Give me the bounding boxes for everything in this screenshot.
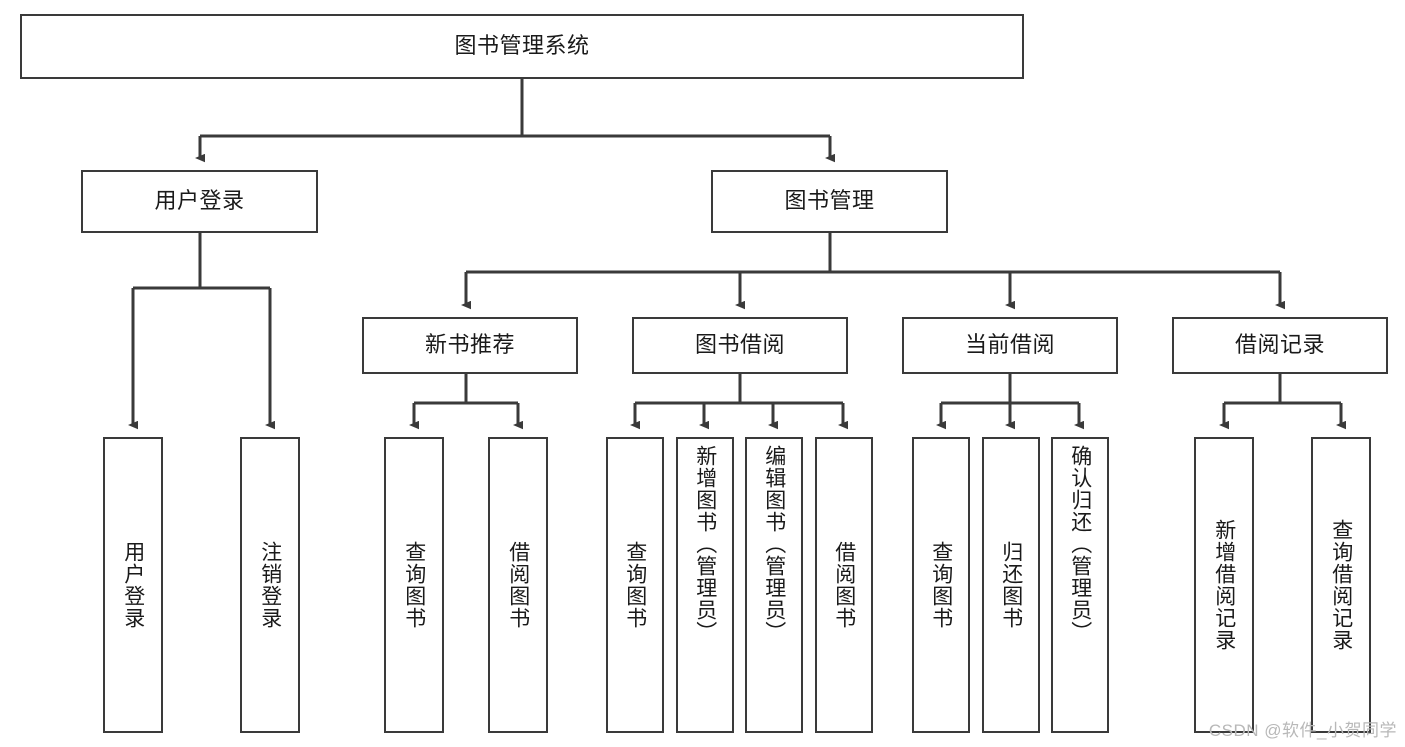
node-leaf-query-book-1-label: 查询图书	[402, 541, 426, 629]
node-leaf-query-book-2-label: 查询图书	[623, 541, 647, 629]
node-leaf-query-book-1[interactable]: 查询图书	[384, 437, 444, 733]
node-user-login-label: 用户登录	[154, 188, 245, 214]
node-leaf-borrow-book-2-label: 借阅图书	[832, 541, 856, 629]
node-leaf-confirm-return-label: 确认归还（管理员）	[1068, 445, 1092, 643]
node-book-management-label: 图书管理	[784, 188, 875, 214]
node-leaf-add-record-label: 新增借阅记录	[1212, 519, 1236, 651]
csdn-watermark: CSDN @软件_小贺同学	[1208, 721, 1397, 740]
node-user-login[interactable]: 用户登录	[81, 170, 318, 233]
node-leaf-borrow-book-1[interactable]: 借阅图书	[488, 437, 548, 733]
node-leaf-borrow-book-1-label: 借阅图书	[506, 541, 530, 629]
node-borrow-record-label: 借阅记录	[1234, 332, 1325, 358]
node-leaf-edit-book-label: 编辑图书（管理员）	[762, 445, 786, 643]
node-leaf-query-book-3[interactable]: 查询图书	[912, 437, 970, 733]
node-leaf-logout-login[interactable]: 注销登录	[240, 437, 300, 733]
node-leaf-confirm-return[interactable]: 确认归还（管理员）	[1051, 437, 1109, 733]
node-new-book-recommend-label: 新书推荐	[424, 332, 515, 358]
node-leaf-return-book-label: 归还图书	[999, 541, 1023, 629]
node-leaf-user-login-label: 用户登录	[121, 541, 145, 629]
node-leaf-edit-book[interactable]: 编辑图书（管理员）	[745, 437, 803, 733]
node-leaf-query-record[interactable]: 查询借阅记录	[1311, 437, 1371, 733]
node-book-management[interactable]: 图书管理	[711, 170, 948, 233]
node-leaf-add-record[interactable]: 新增借阅记录	[1194, 437, 1254, 733]
node-new-book-recommend[interactable]: 新书推荐	[362, 317, 578, 374]
node-leaf-logout-login-label: 注销登录	[258, 541, 282, 629]
node-current-borrow-label: 当前借阅	[964, 332, 1055, 358]
node-root-book-management-system[interactable]: 图书管理系统	[20, 14, 1024, 79]
node-leaf-query-record-label: 查询借阅记录	[1329, 519, 1353, 651]
node-book-borrow-label: 图书借阅	[694, 332, 785, 358]
node-leaf-return-book[interactable]: 归还图书	[982, 437, 1040, 733]
node-leaf-query-book-2[interactable]: 查询图书	[606, 437, 664, 733]
node-root-label: 图书管理系统	[454, 33, 590, 59]
node-leaf-add-book[interactable]: 新增图书（管理员）	[676, 437, 734, 733]
node-leaf-add-book-label: 新增图书（管理员）	[693, 445, 717, 643]
node-borrow-record[interactable]: 借阅记录	[1172, 317, 1388, 374]
node-book-borrow[interactable]: 图书借阅	[632, 317, 848, 374]
node-leaf-borrow-book-2[interactable]: 借阅图书	[815, 437, 873, 733]
node-current-borrow[interactable]: 当前借阅	[902, 317, 1118, 374]
node-leaf-user-login[interactable]: 用户登录	[103, 437, 163, 733]
node-leaf-query-book-3-label: 查询图书	[929, 541, 953, 629]
